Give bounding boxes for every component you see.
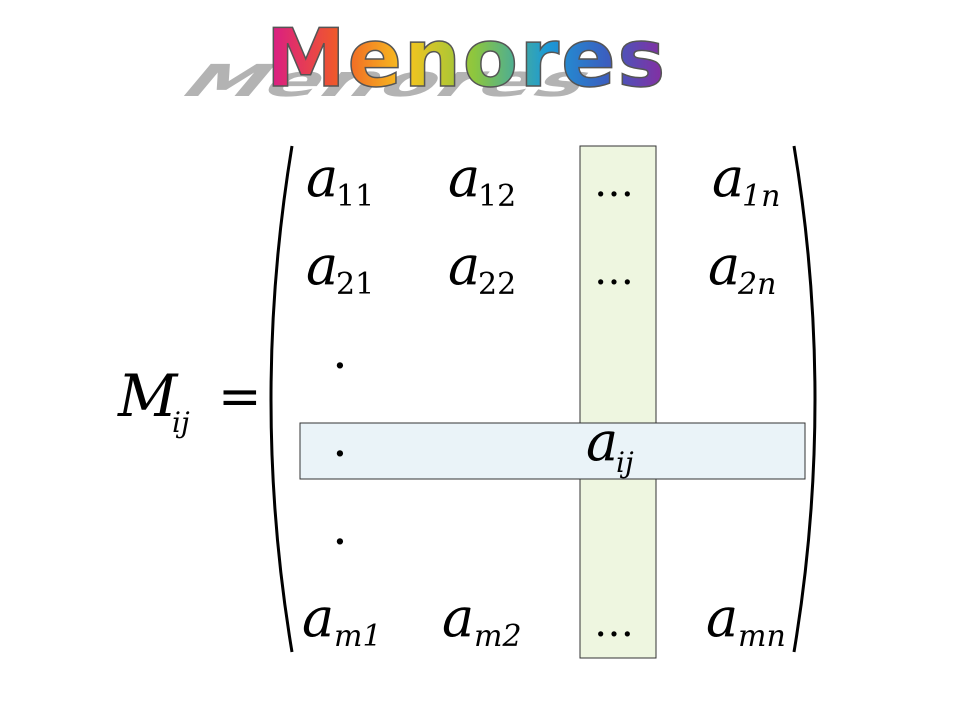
vertical-dot-1: .	[334, 337, 346, 377]
right-parenthesis	[792, 145, 817, 653]
entry-am1-base: a	[302, 586, 334, 649]
left-parenthesis	[269, 145, 294, 653]
entry-am1-sub: m1	[334, 619, 382, 654]
row1-ellipsis: …	[594, 160, 634, 206]
entry-aij-sub: ij	[616, 446, 634, 479]
title-shadow: Menores	[167, 56, 611, 107]
entry-a22-sub: 22	[478, 267, 516, 302]
row2-ellipsis: …	[594, 248, 634, 294]
entry-am2-sub: m2	[474, 619, 522, 654]
vertical-dot-2: .	[334, 425, 346, 465]
lhs-subscript: ij	[172, 406, 190, 439]
entry-a1n-sub: 1n	[742, 179, 780, 214]
entry-a21-base: a	[306, 234, 338, 297]
entry-a2n-sub: 2n	[737, 267, 776, 302]
entry-aij-base: a	[586, 410, 618, 473]
highlighted-column	[579, 145, 657, 659]
entry-amn-base: a	[706, 586, 738, 649]
entry-a21-sub: 21	[336, 267, 374, 302]
entry-a1n-base: a	[712, 146, 744, 209]
entry-a11-base: a	[306, 146, 338, 209]
entry-a12-sub: 12	[478, 179, 516, 214]
entry-a2n-base: a	[708, 234, 740, 297]
vertical-dot-3: .	[334, 513, 346, 553]
lhs-base: M	[117, 362, 179, 430]
entry-am2-base: a	[442, 586, 474, 649]
title-banner: Menores Menores	[0, 0, 960, 110]
equals-sign: =	[218, 367, 262, 427]
page-title: Menores	[266, 12, 667, 105]
highlighted-row	[299, 422, 806, 480]
entry-a22-base: a	[448, 234, 480, 297]
entry-a11-sub: 11	[336, 179, 374, 214]
rowm-ellipsis: …	[594, 600, 634, 646]
title-svg: Menores Menores	[167, 11, 667, 107]
entry-a12-base: a	[448, 146, 480, 209]
entry-amn-sub: mn	[738, 619, 786, 654]
